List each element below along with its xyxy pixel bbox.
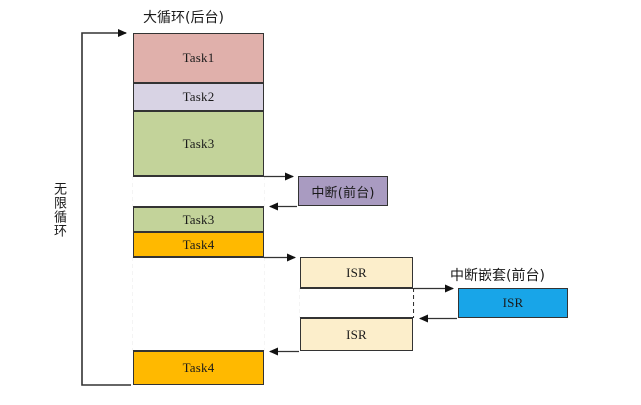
task-block-gap-isr: [133, 257, 264, 351]
task-block-task1[interactable]: Task1: [133, 33, 264, 83]
isr-arrows: [264, 253, 299, 356]
nested-interrupt-label: 中断嵌套(前台): [450, 268, 545, 284]
isr-block-top[interactable]: ISR: [300, 257, 413, 288]
task-block-task2[interactable]: Task2: [133, 83, 264, 111]
task-block-gap-interrupt: [133, 176, 264, 207]
interrupt-arrows: [264, 172, 297, 211]
interrupt-foreground-box[interactable]: 中断(前台): [298, 176, 388, 206]
isr-block-bottom[interactable]: ISR: [300, 318, 413, 351]
task-block-task3-second[interactable]: Task3: [133, 207, 264, 232]
isr-block-gap: [300, 288, 413, 318]
task-block-task4-second[interactable]: Task4: [133, 351, 264, 385]
task-block-task4-first[interactable]: Task4: [133, 232, 264, 257]
infinite-loop-label: 无限循环: [51, 182, 66, 238]
infinite-loop-bracket: [81, 29, 131, 386]
nested-isr-block[interactable]: ISR: [458, 288, 568, 318]
nested-isr-arrows: [414, 284, 457, 323]
task-block-task3-first[interactable]: Task3: [133, 111, 264, 176]
page-title: 大循环(后台): [143, 10, 224, 26]
